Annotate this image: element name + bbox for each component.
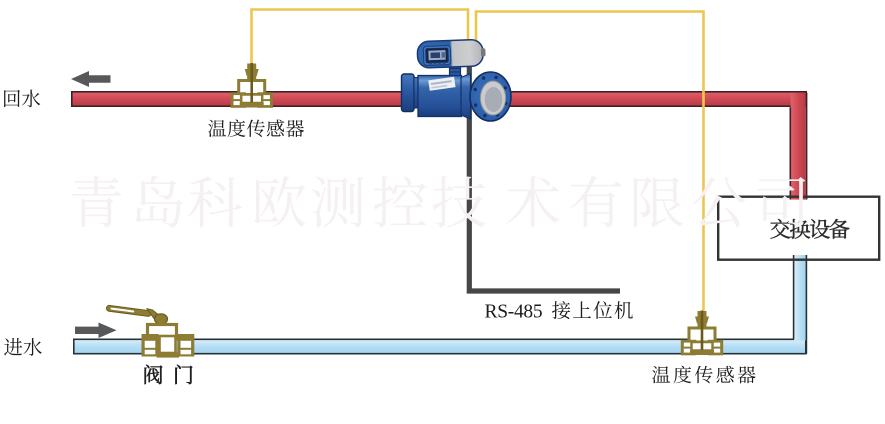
svg-text:RS-485: RS-485 bbox=[485, 302, 543, 323]
